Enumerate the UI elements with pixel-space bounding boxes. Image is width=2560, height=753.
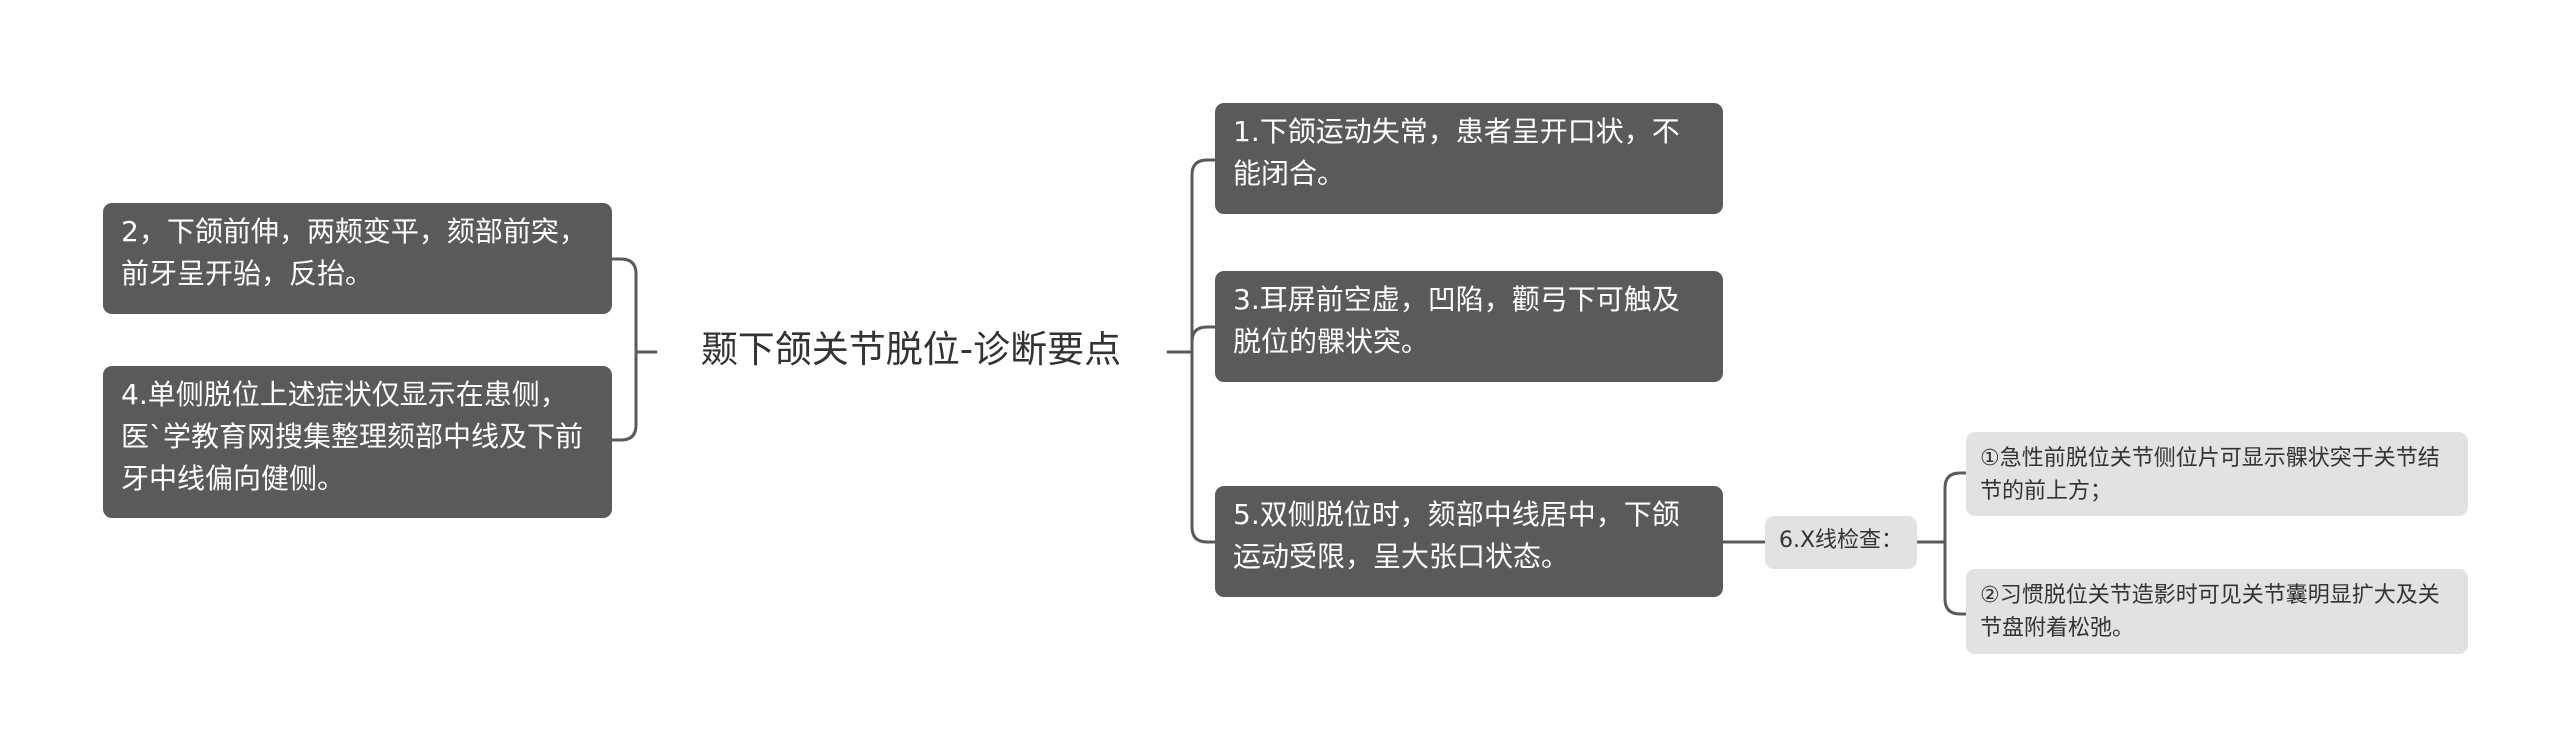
connector-left-bottom [610, 350, 638, 442]
connector-right-trunk [1190, 158, 1217, 354]
sub-child-1[interactable]: ①急性前脱位关节侧位片可显示髁状突于关节结节的前上方； [1966, 432, 2468, 516]
connector-left-top [610, 257, 638, 354]
connector-right-mid [1190, 325, 1217, 354]
sub-child-2[interactable]: ②习惯脱位关节造影时可见关节囊明显扩大及关节盘附着松弛。 [1966, 569, 2468, 654]
connector-sub-bottom [1943, 540, 1968, 616]
left-node-4[interactable]: 4.单侧脱位上述症状仅显示在患侧，医`学教育网搜集整理颏部中线及下前牙中线偏向健… [103, 366, 612, 518]
connector-right-low [1190, 350, 1217, 544]
left-node-2[interactable]: 2，下颌前伸，两颊变平，颏部前突，前牙呈开骀，反抬。 [103, 203, 612, 314]
sub-node-xray[interactable]: 6.X线检查： [1765, 516, 1917, 569]
right-node-3[interactable]: 3.耳屏前空虚，凹陷，颧弓下可触及脱位的髁状突。 [1215, 271, 1723, 382]
right-node-5[interactable]: 5.双侧脱位时，颏部中线居中，下颌运动受限，呈大张口状态。 [1215, 486, 1723, 597]
root-topic[interactable]: 颞下颌关节脱位-诊断要点 [700, 328, 1122, 371]
connector-sub-top [1943, 471, 1968, 544]
right-node-1[interactable]: 1.下颌运动失常，患者呈开口状，不能闭合。 [1215, 103, 1723, 214]
